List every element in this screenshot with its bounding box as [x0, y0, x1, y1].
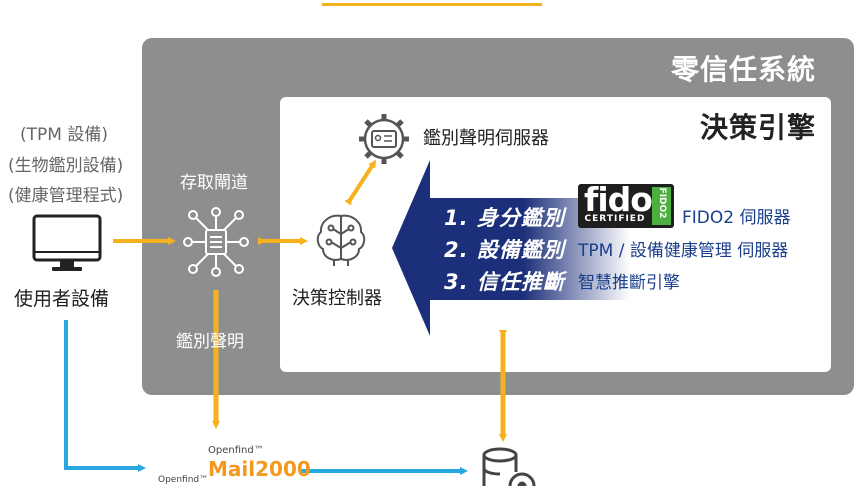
auth-assertion-label: 鑑別聲明	[176, 332, 244, 352]
fido2-badge	[652, 187, 671, 225]
service-smart-inference: 智慧推斷引擎	[578, 273, 680, 293]
fido-certified-text: CERTIFIED	[584, 214, 646, 224]
zero-trust-title: 零信任系統	[670, 53, 816, 86]
service-tpm-health-server: TPM / 設備健康管理 伺服器	[578, 241, 789, 261]
mail-vendor-text: Openfind™	[208, 445, 264, 456]
requirement-tpm: (TPM 設備)	[20, 125, 108, 145]
step-trust-inference: 3. 信任推斷	[444, 270, 565, 294]
database-key-icon	[482, 447, 536, 486]
step-device-auth: 2. 設備鑑別	[444, 238, 565, 262]
fido2-badge-text: FIDO2	[657, 187, 667, 219]
fido-logo-word: fido	[584, 180, 653, 219]
mail2000-logo: Mail2000	[208, 457, 311, 481]
network-hub-icon	[183, 207, 249, 277]
service-fido2-server: FIDO2 伺服器	[682, 208, 791, 228]
auth-server-label: 鑑別聲明伺服器	[423, 128, 549, 149]
requirement-health: (健康管理程式)	[8, 186, 124, 206]
gear-id-card-icon	[359, 114, 409, 164]
policy-engine-title: 決策引擎	[699, 111, 816, 144]
monitor-icon	[32, 214, 102, 271]
mail-vendor-text-secondary: Openfind™	[158, 475, 209, 485]
top-accent-line	[322, 3, 542, 6]
user-device-label: 使用者設備	[14, 288, 110, 310]
brain-circuit-icon	[316, 214, 366, 266]
step-identity-auth: 1. 身分鑑別	[444, 206, 565, 230]
policy-controller-label: 決策控制器	[292, 288, 382, 309]
access-gateway-label: 存取閘道	[180, 173, 248, 193]
requirement-biometric: (生物鑑別設備)	[8, 156, 124, 176]
